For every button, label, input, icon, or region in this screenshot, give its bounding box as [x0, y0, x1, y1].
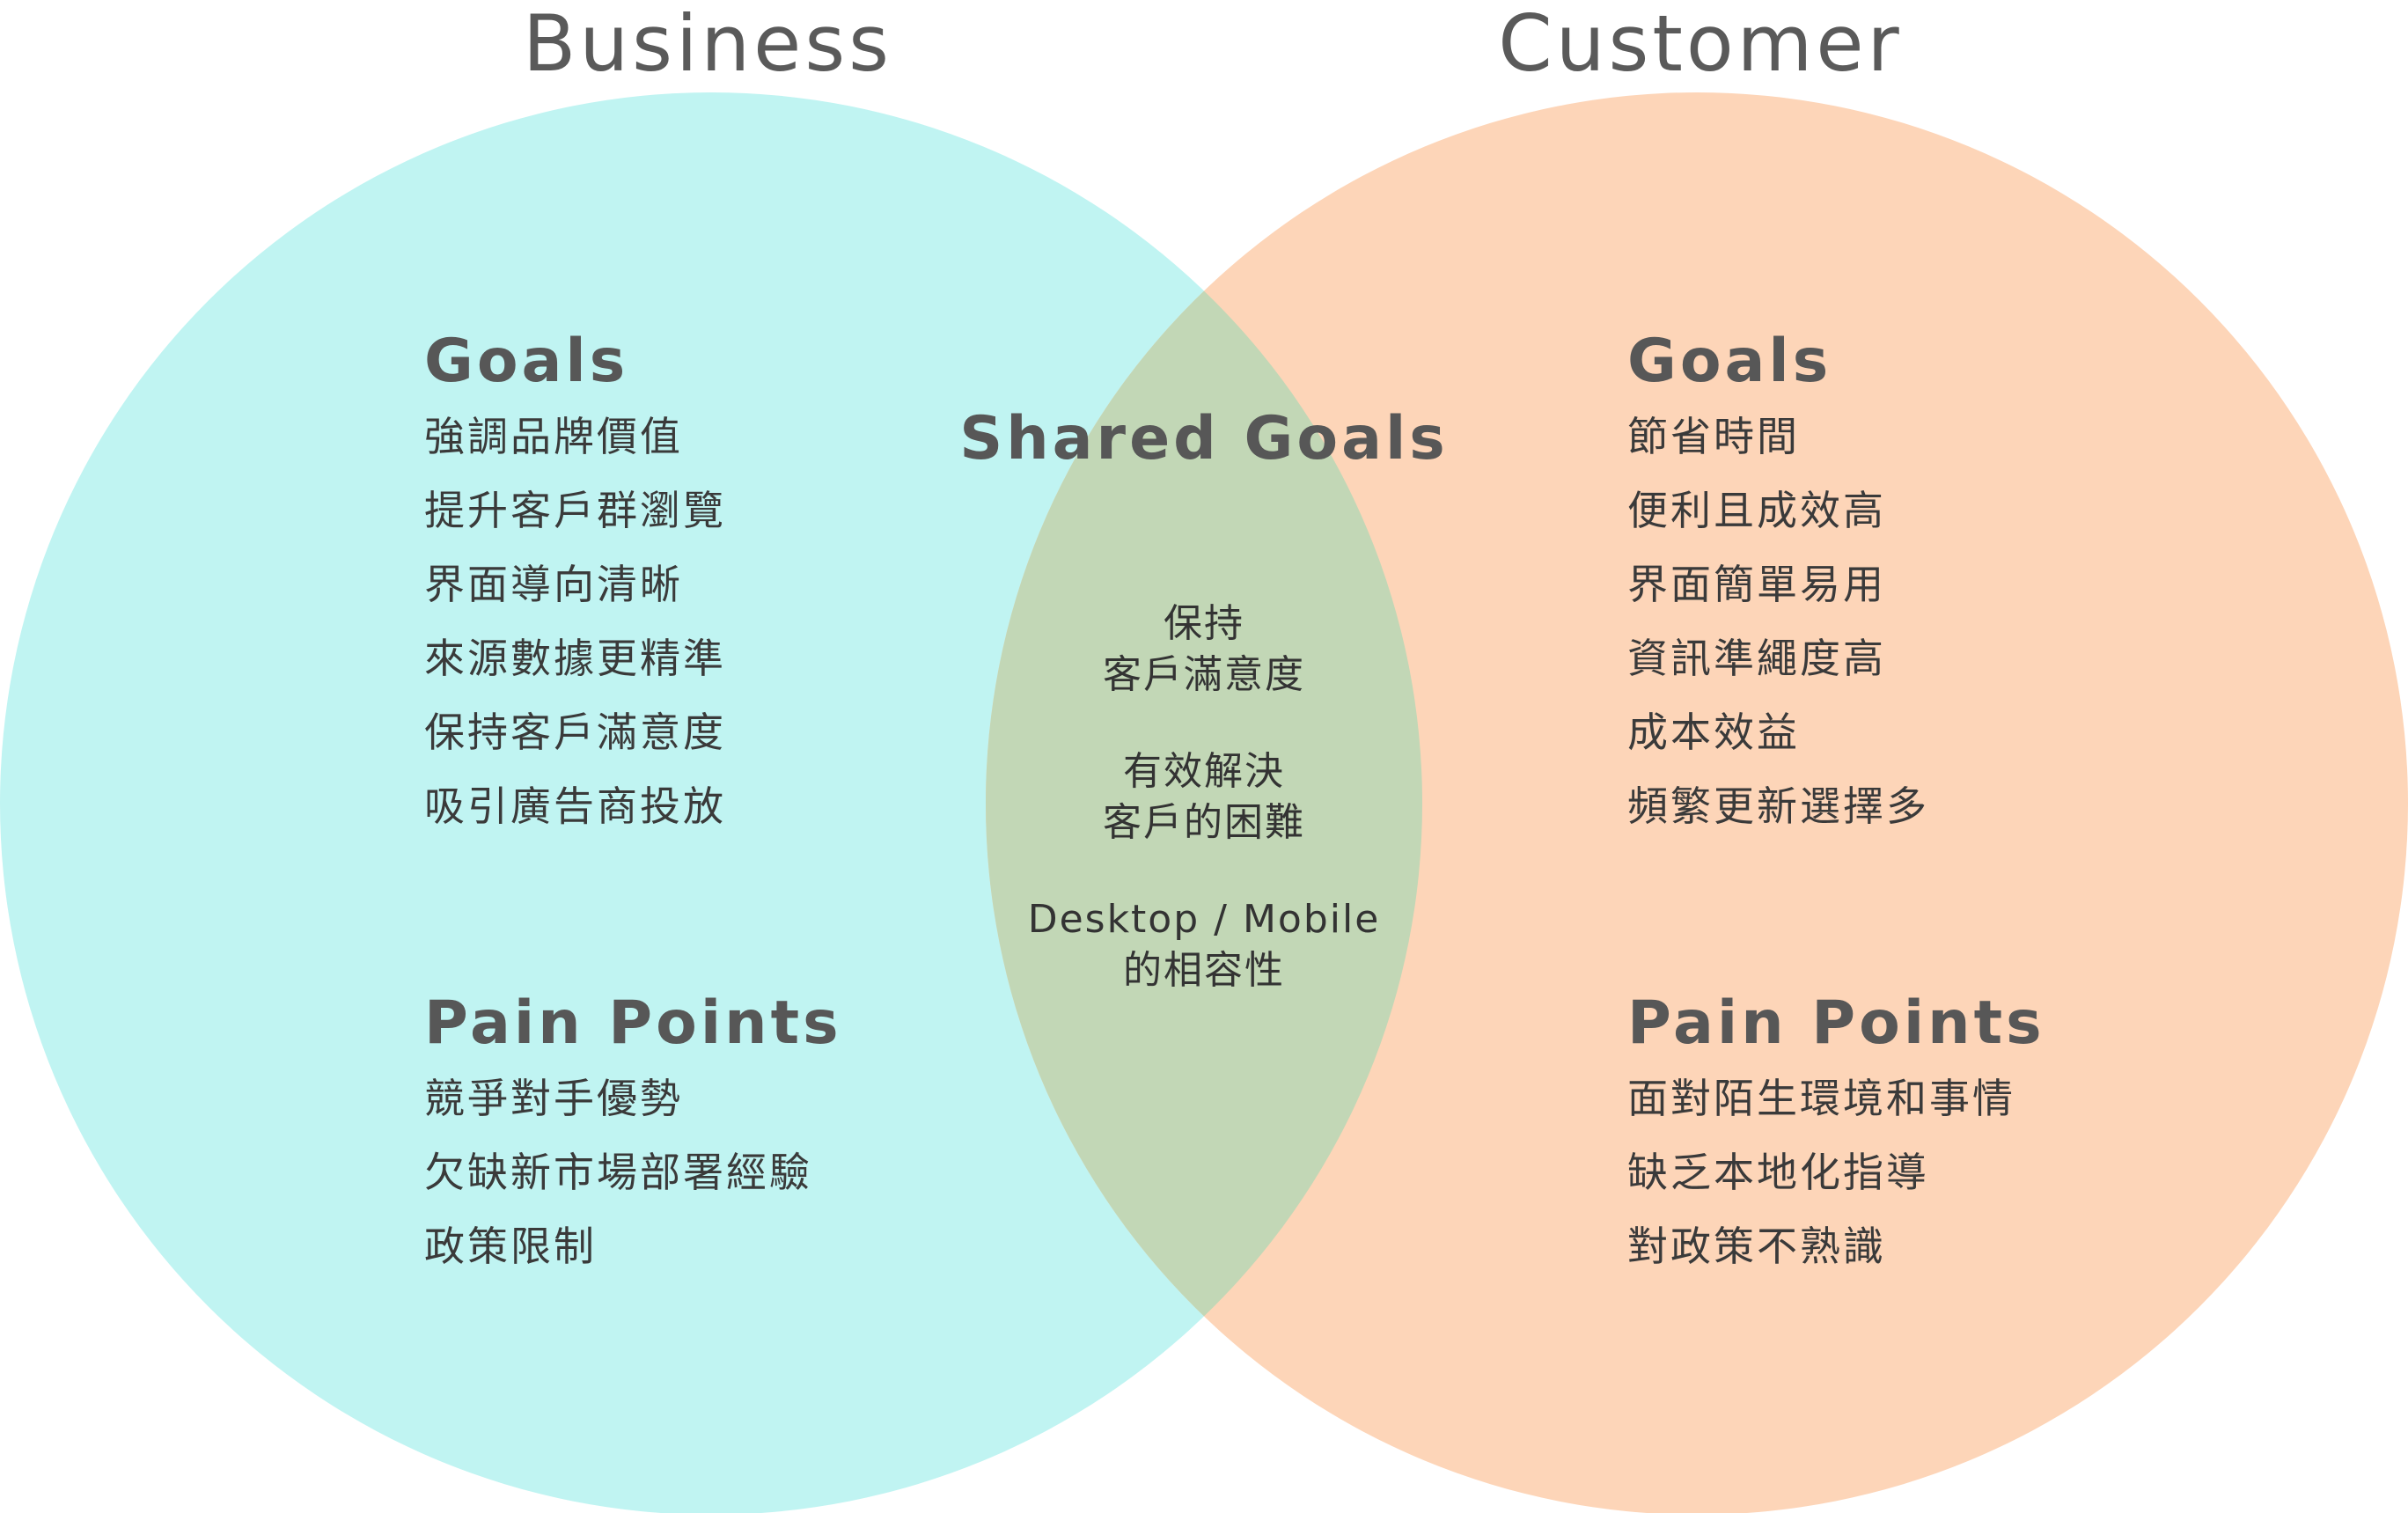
business-title: Business [522, 0, 893, 89]
business-pain-item: 競爭對手優勢 [424, 1075, 683, 1122]
customer-goals-heading: Goals [1627, 327, 1832, 396]
business-goals-list: 強調品牌價值 提升客戶群瀏覽 界面導向清晰 來源數據更精準 保持客戶滿意度 吸引… [424, 400, 726, 843]
customer-title: Customer [1498, 0, 1903, 89]
customer-goal-item: 頻繁更新選擇多 [1627, 782, 1929, 830]
shared-goals-list: 保持 客戶滿意度 有效解決 客戶的困難 Desktop / Mobile 的相容… [1010, 599, 1398, 1042]
customer-goal-item: 節省時間 [1627, 413, 1800, 460]
shared-goal-line: 的相容性 [1123, 948, 1285, 993]
customer-goals-list: 節省時間 便利且成效高 界面簡單易用 資訊準繩度高 成本效益 頻繁更新選擇多 [1627, 400, 1929, 843]
business-pain-heading: Pain Points [424, 988, 842, 1058]
shared-goal-item: 保持 客戶滿意度 [1010, 599, 1398, 701]
customer-goal-item: 便利且成效高 [1627, 487, 1886, 534]
shared-goal-line: Desktop / Mobile [1027, 897, 1381, 942]
customer-pain-list: 面對陌生環境和事情 缺乏本地化指導 對政策不熟識 [1627, 1061, 2045, 1283]
shared-goal-line: 有效解決 [1123, 749, 1285, 794]
customer-circle [986, 92, 2408, 1513]
customer-pain-item: 面對陌生環境和事情 [1627, 1075, 2015, 1122]
business-goal-item: 提升客戶群瀏覽 [424, 487, 726, 534]
business-goal-item: 保持客戶滿意度 [424, 709, 726, 756]
business-goal-item: 強調品牌價值 [424, 413, 683, 460]
shared-goal-line: 客戶的困難 [1103, 800, 1305, 845]
business-goals-heading: Goals [424, 327, 629, 396]
customer-goal-item: 界面簡單易用 [1627, 561, 1886, 608]
business-goal-item: 界面導向清晰 [424, 561, 683, 608]
shared-goal-line: 客戶滿意度 [1103, 652, 1305, 697]
customer-pain-section: Pain Points 面對陌生環境和事情 缺乏本地化指導 對政策不熟識 [1627, 986, 2045, 1283]
business-pain-list: 競爭對手優勢 欠缺新市場部署經驗 政策限制 [424, 1061, 842, 1283]
business-goal-item: 吸引廣告商投放 [424, 782, 726, 830]
customer-pain-heading: Pain Points [1627, 988, 2045, 1058]
business-goals-section: Goals 強調品牌價值 提升客戶群瀏覽 界面導向清晰 來源數據更精準 保持客戶… [424, 324, 726, 843]
shared-goal-item: 有效解決 客戶的困難 [1010, 746, 1398, 848]
business-circle [0, 92, 1422, 1513]
business-pain-item: 政策限制 [424, 1223, 597, 1270]
business-goal-item: 來源數據更精準 [424, 635, 726, 682]
shared-goals-heading: Shared Goals [959, 404, 1449, 474]
shared-goal-item: Desktop / Mobile 的相容性 [1010, 894, 1398, 996]
shared-goal-line: 保持 [1164, 601, 1244, 646]
business-pain-item: 欠缺新市場部署經驗 [424, 1149, 812, 1196]
customer-goal-item: 成本效益 [1627, 709, 1800, 756]
customer-goal-item: 資訊準繩度高 [1627, 635, 1886, 682]
customer-pain-item: 缺乏本地化指導 [1627, 1149, 1929, 1196]
customer-goals-section: Goals 節省時間 便利且成效高 界面簡單易用 資訊準繩度高 成本效益 頻繁更… [1627, 324, 1929, 843]
business-pain-section: Pain Points 競爭對手優勢 欠缺新市場部署經驗 政策限制 [424, 986, 842, 1283]
customer-pain-item: 對政策不熟識 [1627, 1223, 1886, 1270]
